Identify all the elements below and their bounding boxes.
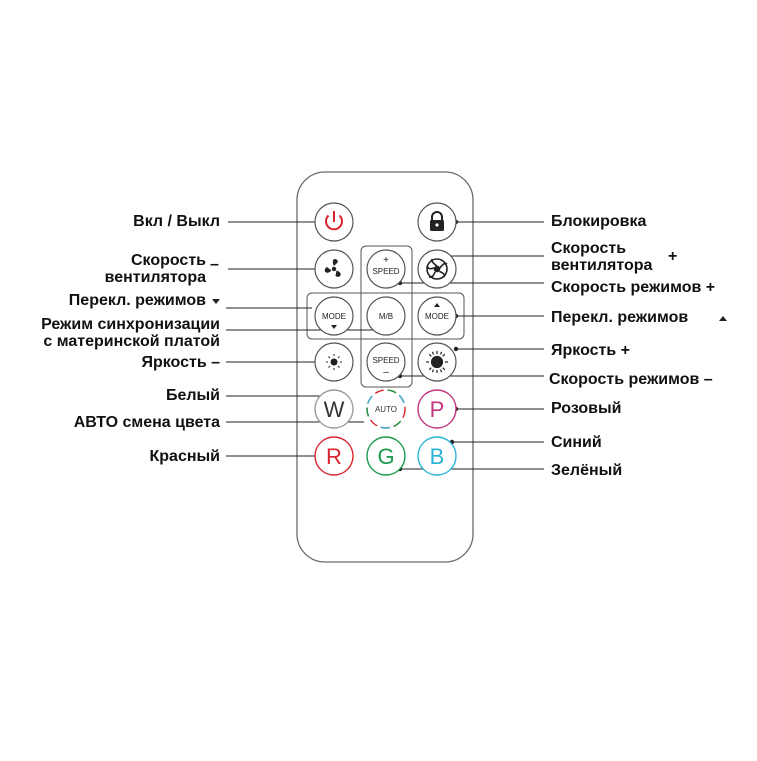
green-button[interactable]: G: [366, 436, 406, 476]
speed-plus-sign: +: [383, 255, 389, 266]
label-mode-up: Перекл. режимов: [551, 309, 689, 326]
label-fan-speed-minus-sign: –: [210, 256, 219, 273]
red-button-label: R: [326, 444, 342, 469]
label-brightness-plus: Яркость +: [551, 342, 630, 359]
fan-icon: [324, 258, 341, 277]
label-power: Вкл / Выкл: [133, 213, 220, 230]
mode-down-button[interactable]: MODE: [314, 296, 354, 336]
speed-group-frame: [360, 245, 413, 388]
label-fan-speed-minus: Скорость вентилятора: [104, 252, 206, 286]
speed-minus-button[interactable]: SPEED –: [366, 342, 406, 382]
sun-large-icon: [426, 351, 448, 373]
triangle-down-icon: [331, 325, 337, 329]
label-mode-down: Перекл. режимов: [68, 292, 206, 309]
fan-speed-plus-button[interactable]: [417, 249, 457, 289]
lock-button[interactable]: [417, 202, 457, 242]
label-brightness-minus: Яркость –: [141, 354, 220, 371]
speed-plus-button[interactable]: + SPEED: [366, 249, 406, 289]
label-fan-speed-plus-sign: +: [668, 248, 678, 265]
label-auto: АВТО смена цвета: [73, 414, 220, 431]
blue-button[interactable]: B: [417, 436, 457, 476]
mode-up-label: MODE: [425, 312, 449, 321]
label-green: Зелёный: [551, 462, 623, 479]
label-white: Белый: [165, 387, 220, 404]
label-speed-plus: Скорость режимов +: [551, 279, 716, 296]
power-icon: [325, 211, 343, 231]
label-lock: Блокировка: [551, 213, 647, 230]
label-mode-down-triangle-icon: [212, 299, 220, 304]
green-button-label: G: [377, 444, 394, 469]
label-red: Красный: [149, 448, 221, 465]
auto-button-label: AUTO: [375, 405, 397, 414]
mode-down-label: MODE: [322, 312, 346, 321]
label-blue: Синий: [551, 434, 602, 451]
mb-sync-button[interactable]: M/B: [366, 296, 406, 336]
speed-plus-label: SPEED: [372, 267, 399, 276]
pink-button[interactable]: P: [417, 389, 457, 429]
sun-small-icon: [326, 354, 342, 370]
speed-minus-sign: –: [383, 367, 389, 378]
fan-fast-icon: [426, 258, 448, 280]
speed-minus-label: SPEED: [372, 356, 399, 365]
blue-button-label: B: [430, 444, 445, 469]
brightness-minus-button[interactable]: [314, 342, 354, 382]
label-pink: Розовый: [551, 400, 622, 417]
auto-button[interactable]: AUTO: [366, 389, 406, 429]
brightness-plus-button[interactable]: [417, 342, 457, 382]
label-fan-speed-plus: Скорость вентилятора: [551, 240, 653, 274]
white-button-label: W: [324, 397, 345, 422]
fan-speed-minus-button[interactable]: [314, 249, 354, 289]
label-speed-minus: Скорость режимов –: [549, 371, 713, 388]
pink-button-label: P: [430, 397, 445, 422]
mb-label: M/B: [379, 312, 393, 321]
mode-up-button[interactable]: MODE: [417, 296, 457, 336]
white-button[interactable]: W: [314, 389, 354, 429]
red-button[interactable]: R: [314, 436, 354, 476]
power-button[interactable]: [314, 202, 354, 242]
label-sync-mode: Режим синхронизации с материнской платой: [41, 316, 220, 350]
lock-icon: [430, 211, 444, 231]
label-mode-up-triangle-icon: [719, 316, 727, 321]
triangle-up-icon: [434, 303, 440, 307]
